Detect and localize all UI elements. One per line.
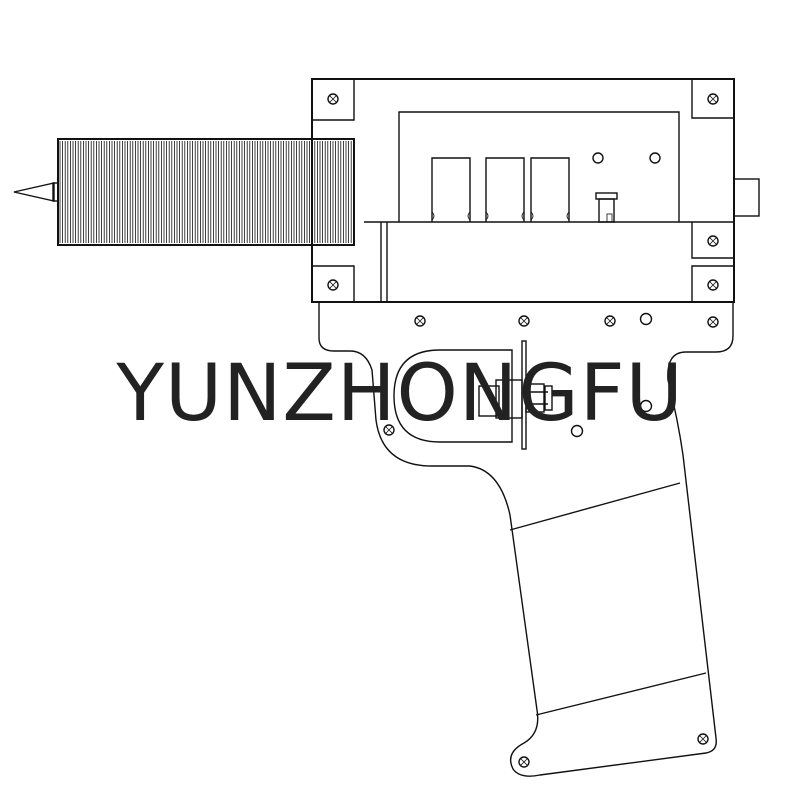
indicator-hole xyxy=(592,152,604,164)
screw-icon xyxy=(707,93,719,105)
terminal-post xyxy=(595,192,618,223)
screw-icon xyxy=(327,279,339,291)
mount-hole xyxy=(639,312,653,326)
grip-body xyxy=(318,302,734,777)
coil-block-2 xyxy=(485,157,525,222)
coil-block-3 xyxy=(530,157,570,222)
mount-hole xyxy=(570,424,584,438)
coil-block-1 xyxy=(431,157,471,222)
screw-icon xyxy=(518,315,530,327)
screw-icon xyxy=(327,93,339,105)
screw-icon xyxy=(697,733,709,745)
main-housing xyxy=(311,78,760,303)
screw-icon xyxy=(707,235,719,247)
screw-icon xyxy=(707,279,719,291)
screw-icon xyxy=(518,756,530,768)
needle-tip xyxy=(13,182,59,202)
screw-icon xyxy=(414,315,426,327)
trigger xyxy=(393,340,553,450)
screw-icon xyxy=(707,316,719,328)
mount-hole xyxy=(639,399,653,413)
threaded-barrel xyxy=(57,138,355,246)
screw-icon xyxy=(604,315,616,327)
screw-icon xyxy=(383,424,395,436)
indicator-hole xyxy=(649,152,661,164)
